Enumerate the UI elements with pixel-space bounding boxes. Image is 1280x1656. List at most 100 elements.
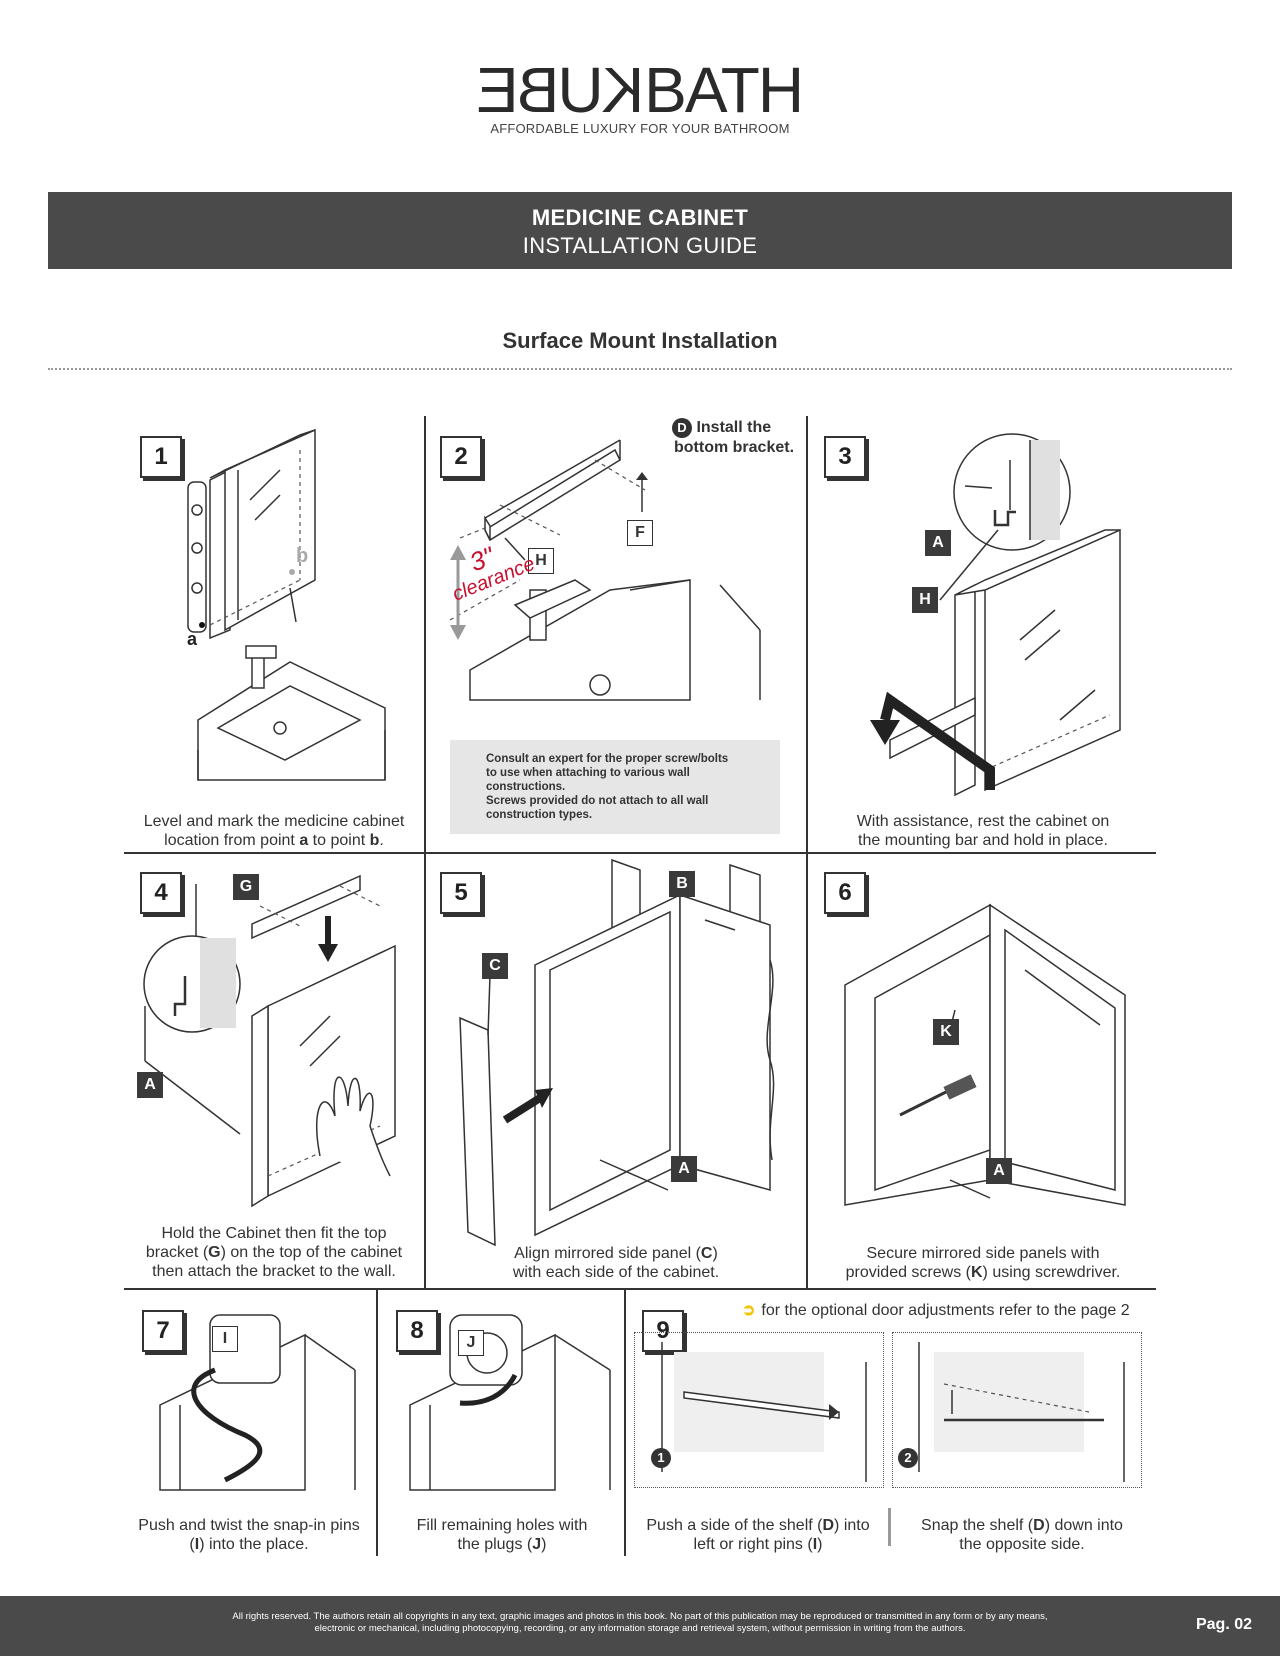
d-marker: D [672, 418, 692, 438]
caption-line: Secure mirrored side panels with [866, 1245, 1100, 1262]
logo-suffix: BATH [644, 54, 804, 126]
copyright-line: electronic or mechanical, including phot… [314, 1623, 966, 1634]
install-note-line: D Install the [672, 418, 794, 438]
step-7-caption: Push and twist the snap-in pins (I) into… [124, 1516, 374, 1554]
step-4-caption: Hold the Cabinet then fit the top bracke… [128, 1224, 420, 1281]
label-A: A [925, 530, 951, 556]
consult-line: construction types. [486, 809, 593, 821]
caption-bold: D [822, 1517, 835, 1534]
grid-divider [624, 1288, 626, 1556]
step-5-illustration [459, 858, 775, 1247]
banner-title: MEDICINE CABINET [531, 205, 749, 230]
caption-line: Level and mark the medicine cabinet [143, 813, 405, 830]
caption-line: Align mirrored side panel (C) [430, 1244, 802, 1263]
caption-bold: C [700, 1245, 713, 1262]
step-1-illustration [187, 428, 386, 781]
brand-logo: KUBEBATH AFFORDABLE LUXURY FOR YOUR BATH… [0, 54, 1280, 136]
caption-line: With assistance, rest the cabinet on [856, 813, 1110, 830]
label-C: C [482, 953, 508, 979]
footer: All rights reserved. The authors retain … [0, 1596, 1280, 1656]
step-number: 7 [142, 1310, 184, 1352]
label-K: K [933, 1019, 959, 1045]
caption-text: ) [817, 1536, 823, 1553]
caption-line: Fill remaining holes with [416, 1517, 588, 1534]
label-A: A [986, 1158, 1012, 1184]
step-4-illustration [143, 874, 396, 1208]
step-7-illustration [159, 1314, 356, 1491]
grid-divider [376, 1288, 378, 1556]
label-F: F [627, 520, 653, 546]
caption-bold: D [1033, 1517, 1045, 1534]
section-title: Surface Mount Installation [502, 328, 778, 353]
step-number: 5 [440, 872, 482, 914]
caption-line: Snap the shelf (D) down into [894, 1516, 1150, 1535]
caption-text: provided screws ( [845, 1264, 971, 1281]
caption-line: with each side of the cabinet. [512, 1264, 720, 1281]
install-note-text: Install the [696, 419, 772, 436]
label-H: H [528, 548, 554, 574]
caption-bold: a [299, 832, 309, 849]
step-number: 1 [140, 436, 182, 478]
caption-bold: K [970, 1264, 983, 1281]
caption-bold: b [369, 832, 380, 849]
caption-text: ) using screwdriver. [982, 1264, 1121, 1281]
grid-divider [124, 1288, 1156, 1290]
caption-text: ) [541, 1536, 547, 1553]
caption-line: the opposite side. [959, 1536, 1085, 1553]
point-b-label: b [296, 545, 309, 567]
title-banner: MEDICINE CABINET INSTALLATION GUIDE [48, 192, 1232, 269]
caption-line: Hold the Cabinet then fit the top [161, 1225, 387, 1242]
label-G: G [233, 874, 259, 900]
caption-line: then attach the bracket to the wall. [152, 1263, 396, 1280]
caption-text: . [379, 832, 384, 849]
step-3-illustration [870, 433, 1121, 797]
step-9a-panel [634, 1332, 884, 1488]
caption-text: ) into the place. [199, 1536, 309, 1553]
caption-text: ) into [834, 1517, 870, 1534]
step-3-caption: With assistance, rest the cabinet on the… [818, 812, 1148, 850]
label-A: A [137, 1072, 163, 1098]
consult-note: Consult an expert for the proper screw/b… [450, 740, 780, 834]
dotted-divider [48, 368, 1232, 370]
caption-text: the plugs ( [457, 1536, 533, 1553]
label-A: A [671, 1156, 697, 1182]
label-B: B [669, 871, 695, 897]
step-number: 9 [642, 1310, 684, 1352]
caption-text: ) [712, 1245, 718, 1262]
caption-text: left or right pins ( [693, 1536, 813, 1553]
caption-text: ) down into [1044, 1517, 1123, 1534]
copyright-line: All rights reserved. The authors retain … [232, 1611, 1048, 1622]
step-1-caption: Level and mark the medicine cabinet loca… [128, 812, 420, 850]
step-number: 4 [140, 872, 182, 914]
step-8-illustration [409, 1314, 611, 1491]
step-8-caption: Fill remaining holes with the plugs (J) [380, 1516, 624, 1554]
optional-note-text: for the optional door adjustments refer … [761, 1302, 1130, 1319]
caption-text: Align mirrored side panel ( [514, 1245, 701, 1262]
step-5-caption: Align mirrored side panel (C) with each … [430, 1244, 802, 1282]
step-number: 2 [440, 436, 482, 478]
step-2-illustration [449, 439, 761, 701]
logo-tagline: AFFORDABLE LUXURY FOR YOUR BATHROOM [490, 121, 790, 136]
sub-step-1-marker: 1 [651, 1448, 671, 1468]
consult-line: constructions. [486, 781, 566, 793]
caption-line: (I) into the place. [124, 1535, 374, 1554]
caption-line: Push a side of the shelf (D) into [630, 1516, 886, 1535]
caption-text: ( [189, 1536, 195, 1553]
optional-note: ➲for the optional door adjustments refer… [742, 1300, 1130, 1320]
step-6-illustration [844, 903, 1126, 1206]
caption-line: the plugs (J) [380, 1535, 624, 1554]
label-H: H [912, 587, 938, 613]
caption-bold: I [812, 1536, 818, 1553]
caption-line: Push and twist the snap-in pins [138, 1517, 360, 1534]
consult-line: Screws provided do not attach to all wal… [486, 795, 709, 807]
logo-prefix-mirrored: KUBE [477, 54, 645, 126]
point-a-label: a [187, 629, 198, 649]
caption-text: to point [308, 832, 370, 849]
copyright-notice: All rights reserved. The authors retain … [170, 1611, 1110, 1635]
caption-text: location from point [164, 832, 300, 849]
caption-line: the mounting bar and hold in place. [858, 832, 1108, 849]
step-9b-panel [892, 1332, 1142, 1488]
page-number: Pag. 02 [1195, 1616, 1252, 1633]
label-I: I [212, 1326, 238, 1352]
caption-line: provided screws (K) using screwdriver. [818, 1263, 1148, 1282]
